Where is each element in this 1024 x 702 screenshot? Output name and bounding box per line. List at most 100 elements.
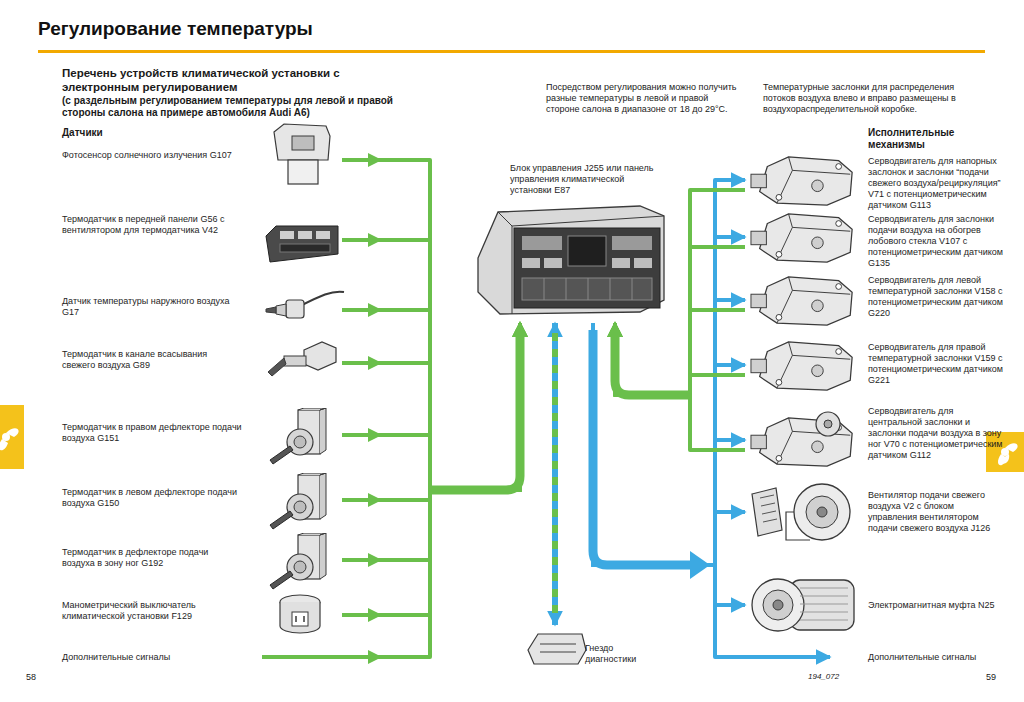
page-title: Регулирование температуры [38, 18, 313, 40]
connector-line [342, 240, 520, 490]
side-tab [0, 405, 24, 469]
connector-line [593, 323, 745, 565]
signal-arrow [615, 323, 745, 395]
intake-sensor-icon [268, 342, 336, 376]
signal-arrow [593, 323, 745, 605]
text-label: Температурные заслонки для распределения… [763, 82, 983, 115]
actuator: Электромагнитная муфта N25 [745, 565, 1010, 645]
node-text: Термодатчик в передней панели G56 с вент… [62, 210, 242, 236]
central-flap-servo-icon [751, 412, 852, 466]
text-label: Посредством регулирования можно получить… [546, 82, 741, 115]
signal-arrow [593, 323, 830, 657]
servo-motor-icon [751, 157, 852, 205]
node-text: Серводвигатель для центральной заслонки … [868, 402, 1005, 461]
sensor: Датчик температуры наружного воздуха G17 [62, 285, 342, 325]
text-label: Датчики [62, 127, 182, 139]
arrowhead [368, 303, 382, 317]
actuator: Вентилятор подачи свежего воздуха V2 с б… [745, 484, 1010, 546]
signal-arrow [593, 180, 745, 565]
signal-arrow [342, 323, 520, 507]
arrowhead [368, 553, 382, 567]
node-text: Дополнительные сигналы [868, 650, 1008, 663]
signal-arrow [342, 153, 520, 490]
signal-arrow [615, 247, 745, 395]
outside-temp-sensor-icon [266, 292, 344, 318]
node-text: Манометрический выключатель климатическо… [62, 590, 242, 622]
diagnostic-socket: Гнездо диагностики [515, 625, 665, 667]
signal-trunk [615, 330, 690, 395]
sensor: Дополнительные сигналы [62, 650, 262, 666]
connector-line [593, 300, 745, 565]
node-text: Блок управления J255 или панель управлен… [510, 158, 665, 196]
connector-line [615, 323, 745, 395]
connector-line [342, 323, 520, 500]
connector-line [593, 323, 745, 565]
title-rule [38, 50, 985, 53]
signal-arrow [342, 323, 520, 490]
connector-line [593, 180, 745, 565]
sensor: Манометрический выключатель климатическо… [62, 590, 342, 640]
node-text: Вентилятор подачи свежего воздуха V2 с б… [868, 484, 1005, 534]
connector-line [552, 323, 558, 625]
page-number: 58 [26, 672, 56, 683]
blower-fan-icon [752, 484, 850, 540]
servo-motor-icon [751, 277, 852, 325]
sensor: Термодатчик в правом дефлекторе подачи в… [62, 410, 342, 460]
vent-sensor-icon [270, 533, 326, 589]
magnetic-clutch-icon [752, 579, 854, 631]
arrowhead [368, 650, 382, 664]
text-label: Исполнительные механизмы [868, 127, 988, 151]
node-text: Фотосенсор солнечного излучения G107 [62, 128, 242, 161]
sensor: Термодатчик в передней панели G56 с вент… [62, 210, 342, 262]
actuator: Серводвигатель для правой температурной … [745, 338, 1010, 396]
node-text: Термодатчик в правом дефлекторе подачи в… [62, 410, 242, 444]
node-text: Серводвигатель для правой температурной … [868, 338, 1005, 386]
page-number: 59 [986, 672, 1016, 683]
signal-arrow [342, 303, 520, 490]
connector-dash [552, 333, 558, 615]
node-text: Дополнительные сигналы [62, 650, 212, 663]
dashboard-sensor-icon [266, 226, 338, 262]
arrowhead [368, 356, 382, 370]
node-text: Термодатчик в левом дефлекторе подачи во… [62, 475, 242, 509]
arrowhead [368, 493, 382, 507]
arrowhead [368, 608, 382, 622]
connector-line [615, 323, 745, 450]
actuator: Серводвигатель для напорных заслонок и з… [745, 150, 1010, 213]
signal-output: Дополнительные сигналы [830, 650, 1010, 666]
node-text: Электромагнитная муфта N25 [868, 565, 1005, 611]
connector-line [615, 190, 745, 395]
node-text: Серводвигатель для напорных заслонок и з… [868, 150, 1005, 211]
diagnostic-socket-drawing [528, 634, 586, 664]
signal-arrow [555, 323, 556, 625]
vent-sensor-icon [270, 408, 326, 464]
signal-trunk [593, 330, 694, 565]
connector-line [262, 323, 520, 657]
text-label: (с раздельным регулированием температуры… [62, 95, 407, 119]
actuator: Серводвигатель для заслонки подачи возду… [745, 212, 1010, 271]
signal-arrow [593, 323, 745, 565]
node-text: Термодатчик в канале всасывания свежего … [62, 340, 242, 371]
sensor: Термодатчик в канале всасывания свежего … [62, 340, 342, 380]
text-label: Перечень устройств климатической установ… [62, 66, 402, 94]
signal-arrow [262, 323, 520, 664]
vent-sensor-icon [270, 473, 326, 529]
arrowhead [368, 428, 382, 442]
signal-arrow [593, 237, 745, 565]
sensor: Термодатчик в левом дефлекторе подачи во… [62, 475, 342, 525]
signal-arrow [593, 323, 745, 565]
sun-sensor-icon [274, 124, 330, 184]
connector-line [342, 160, 520, 490]
arrowhead [368, 153, 382, 167]
figure-number: 194_072 [808, 672, 868, 682]
signal-arrow [593, 300, 745, 565]
node-text: Серводвигатель для левой температурной з… [868, 272, 1005, 319]
actuator: Серводвигатель для левой температурной з… [745, 272, 1010, 332]
signal-arrow [615, 190, 745, 395]
pressure-switch-icon [280, 595, 320, 633]
sensor: Термодатчик в дефлекторе подачи воздуха … [62, 535, 342, 585]
signal-arrow [593, 323, 745, 565]
connector-line [342, 310, 520, 490]
signal-arrow [342, 323, 520, 490]
connector-line [593, 323, 745, 605]
